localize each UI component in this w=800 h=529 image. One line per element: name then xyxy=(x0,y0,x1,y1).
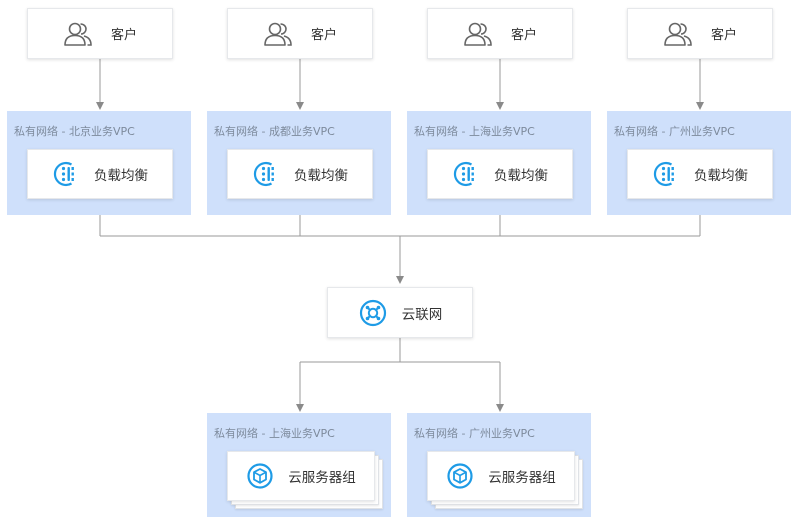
load-balancer-icon xyxy=(252,160,280,188)
vpc-label: 私有网络 - 广州业务VPC xyxy=(614,125,735,138)
server-group-label: 云服务器组 xyxy=(288,470,356,486)
server-group-node[interactable]: 云服务器组 xyxy=(227,451,375,501)
client-label: 客户 xyxy=(110,28,137,43)
server-group-label: 云服务器组 xyxy=(488,470,556,486)
vpc-label: 私有网络 - 北京业务VPC xyxy=(14,125,135,138)
load-balancer-label: 负载均衡 xyxy=(694,168,748,184)
server-group-icon xyxy=(446,462,474,490)
users-icon xyxy=(463,21,493,47)
vpc-beijing: 私有网络 - 北京业务VPC 负载均衡 xyxy=(7,111,191,215)
vpc-guangzhou-servers: 私有网络 - 广州业务VPC 云服务器组 xyxy=(407,413,591,517)
client-node-2[interactable]: 客户 xyxy=(227,8,373,59)
users-icon xyxy=(663,21,693,47)
load-balancer-label: 负载均衡 xyxy=(294,168,348,184)
vpc-label: 私有网络 - 上海业务VPC xyxy=(214,427,335,440)
load-balancer-label: 负载均衡 xyxy=(494,168,548,184)
client-node-3[interactable]: 客户 xyxy=(427,8,573,59)
ccn-label: 云联网 xyxy=(401,306,443,323)
cloud-connect-network-icon xyxy=(358,298,388,328)
vpc-label: 私有网络 - 上海业务VPC xyxy=(414,125,535,138)
load-balancer-label: 负载均衡 xyxy=(94,168,148,184)
vpc-shanghai-servers: 私有网络 - 上海业务VPC 云服务器组 xyxy=(207,413,391,517)
server-group-icon xyxy=(246,462,274,490)
client-label: 客户 xyxy=(310,28,337,43)
vpc-shanghai: 私有网络 - 上海业务VPC 负载均衡 xyxy=(407,111,591,215)
vpc-label: 私有网络 - 成都业务VPC xyxy=(214,125,335,138)
load-balancer-icon xyxy=(52,160,80,188)
ccn-node[interactable]: 云联网 xyxy=(327,287,473,338)
load-balancer-icon xyxy=(452,160,480,188)
load-balancer-node[interactable]: 负载均衡 xyxy=(227,149,373,199)
load-balancer-node[interactable]: 负载均衡 xyxy=(427,149,573,199)
load-balancer-icon xyxy=(652,160,680,188)
client-node-4[interactable]: 客户 xyxy=(627,8,773,59)
vpc-chengdu: 私有网络 - 成都业务VPC 负载均衡 xyxy=(207,111,391,215)
users-icon xyxy=(63,21,93,47)
client-label: 客户 xyxy=(510,28,537,43)
client-node-1[interactable]: 客户 xyxy=(27,8,173,59)
users-icon xyxy=(263,21,293,47)
client-label: 客户 xyxy=(710,28,737,43)
server-group-node[interactable]: 云服务器组 xyxy=(427,451,575,501)
load-balancer-node[interactable]: 负载均衡 xyxy=(627,149,773,199)
vpc-guangzhou: 私有网络 - 广州业务VPC 负载均衡 xyxy=(607,111,791,215)
load-balancer-node[interactable]: 负载均衡 xyxy=(27,149,173,199)
vpc-label: 私有网络 - 广州业务VPC xyxy=(414,427,535,440)
